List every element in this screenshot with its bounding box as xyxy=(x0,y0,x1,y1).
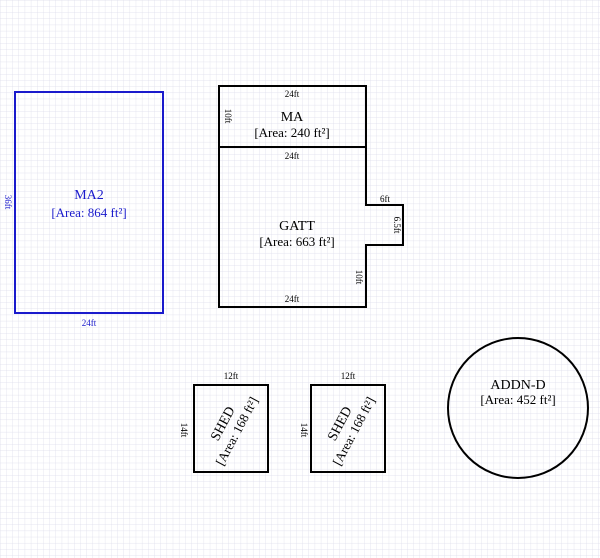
room-area: [Area: 240 ft²] xyxy=(254,125,329,140)
dimension-label: 12ft xyxy=(341,371,356,381)
dimension-label: 14ft xyxy=(179,423,189,438)
room-shed-outline[interactable] xyxy=(310,384,386,473)
room-gatt-outline[interactable] xyxy=(218,146,404,308)
dimension-label: 24ft xyxy=(82,318,97,328)
dimension-label: 24ft xyxy=(285,294,300,304)
dimension-label: 6.5ft xyxy=(392,217,402,234)
dimension-label: 36ft xyxy=(3,195,13,210)
room-shed-outline[interactable] xyxy=(193,384,269,473)
room-addn-d[interactable]: ADDN-D [Area: 452 ft²] xyxy=(447,337,589,479)
room-area: [Area: 663 ft²] xyxy=(259,234,334,249)
room-area: [Area: 452 ft²] xyxy=(480,392,555,407)
room-ma2[interactable]: MA2 [Area: 864 ft²] 36ft 24ft xyxy=(3,91,164,328)
room-name: GATT xyxy=(279,219,315,234)
room-area: [Area: 864 ft²] xyxy=(51,205,126,220)
room-addn-outline[interactable] xyxy=(447,337,589,479)
room-name: MA2 xyxy=(74,188,104,203)
dimension-label: 12ft xyxy=(224,371,239,381)
dimension-label: 24ft xyxy=(285,151,300,161)
room-name: ADDN-D xyxy=(490,378,545,393)
dimension-label: 10ft xyxy=(354,270,364,285)
room-gatt[interactable]: GATT [Area: 663 ft²] 24ft 6ft 6.5ft 10ft… xyxy=(218,146,404,308)
dimension-label: 14ft xyxy=(299,423,309,438)
room-name: MA xyxy=(281,110,304,125)
dimension-label: 6ft xyxy=(380,194,390,204)
dimension-label: 10ft xyxy=(223,109,233,124)
dimension-label: 24ft xyxy=(285,89,300,99)
room-ma2-outline[interactable] xyxy=(14,91,164,314)
